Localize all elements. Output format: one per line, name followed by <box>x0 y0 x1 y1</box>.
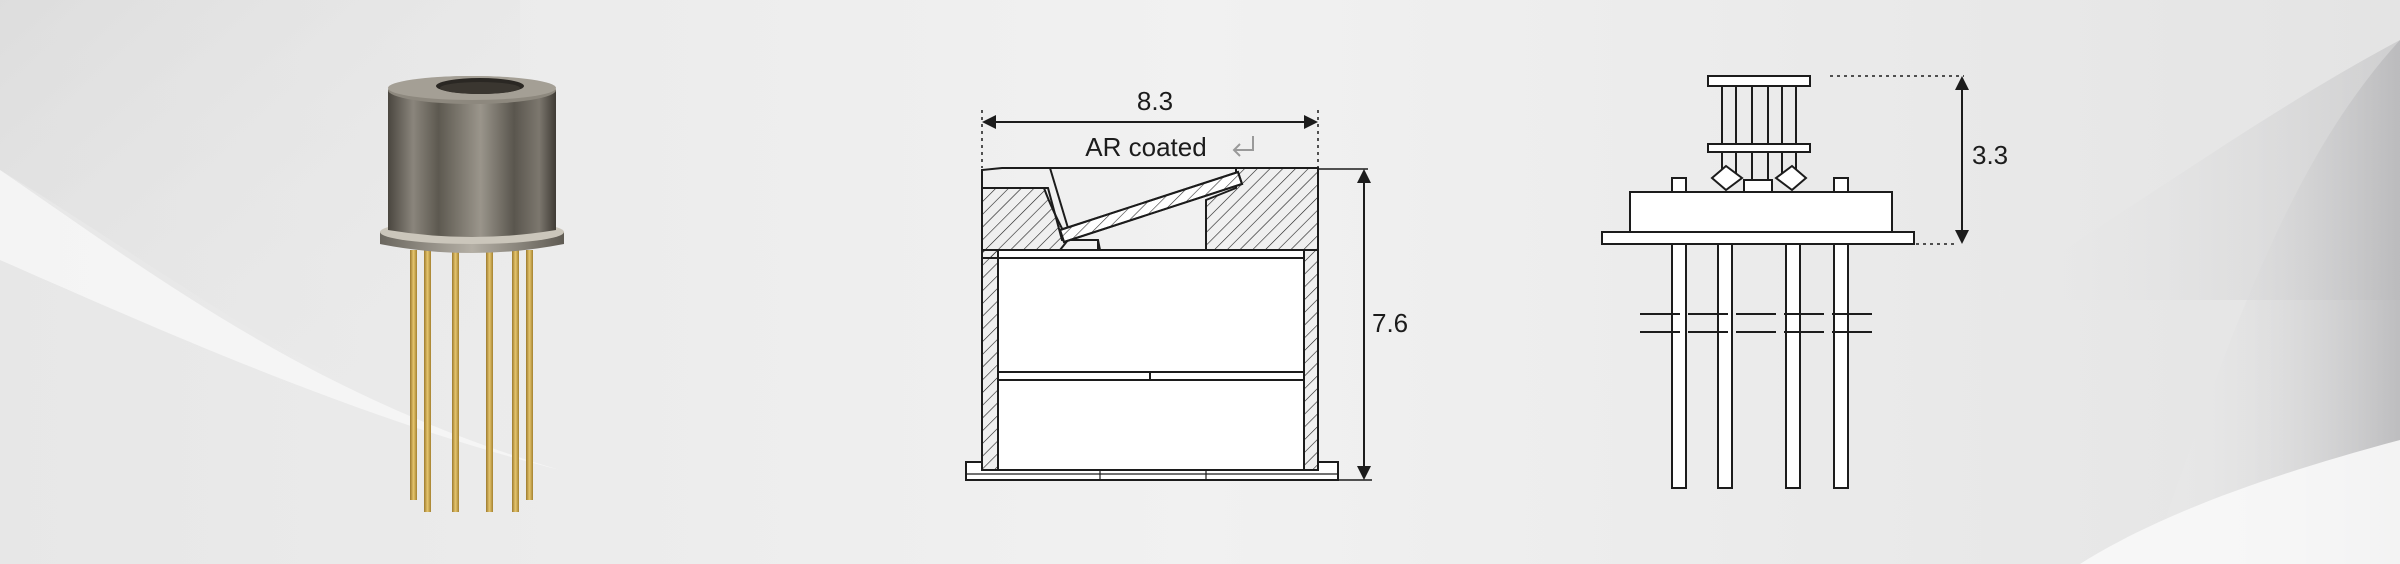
height-label: 7.6 <box>1372 308 1408 338</box>
product-photo <box>380 76 564 512</box>
cross-section-drawing <box>965 110 1372 481</box>
gold-pins <box>410 250 533 512</box>
window-label: AR coated <box>1085 132 1206 162</box>
tilted-window <box>1058 170 1244 244</box>
side-view-dimension <box>1830 75 1969 245</box>
side-height-label: 3.3 <box>1972 140 2008 170</box>
width-label: 8.3 <box>1137 86 1173 116</box>
side-view-drawing <box>1601 75 1915 489</box>
